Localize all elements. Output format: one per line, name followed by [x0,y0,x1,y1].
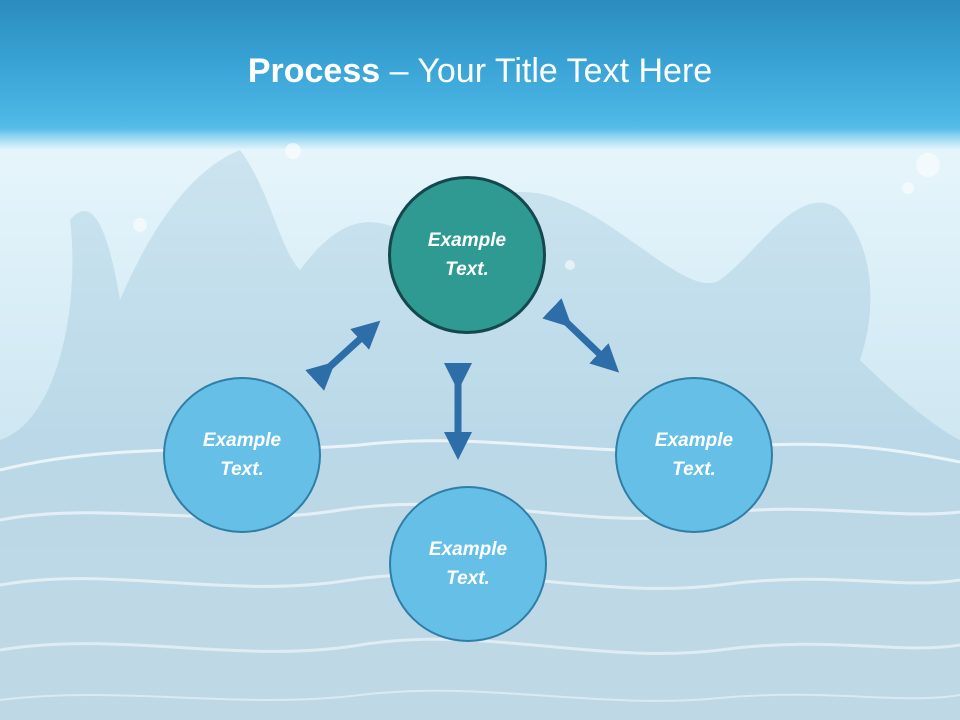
title-dash: – [380,52,418,90]
process-node-top[interactable]: Example Text. [388,176,546,334]
node-left-label: Example Text. [202,430,282,480]
process-node-left[interactable]: Example Text. [163,377,321,533]
process-node-bottom[interactable]: Example Text. [389,486,547,642]
node-right-label: Example Text. [654,430,734,480]
arrow-right-icon [542,298,620,373]
node-bottom-label: Example Text. [428,539,508,589]
title-bold-part: Process [247,52,381,90]
node-top-label: Example Text. [427,230,507,280]
arrow-left-icon [305,320,381,391]
title-rest-part: Your Title Text Here [417,52,713,90]
slide-title: Process – Your Title Text Here [0,52,960,91]
title-band [0,0,960,135]
process-node-right[interactable]: Example Text. [615,377,773,533]
